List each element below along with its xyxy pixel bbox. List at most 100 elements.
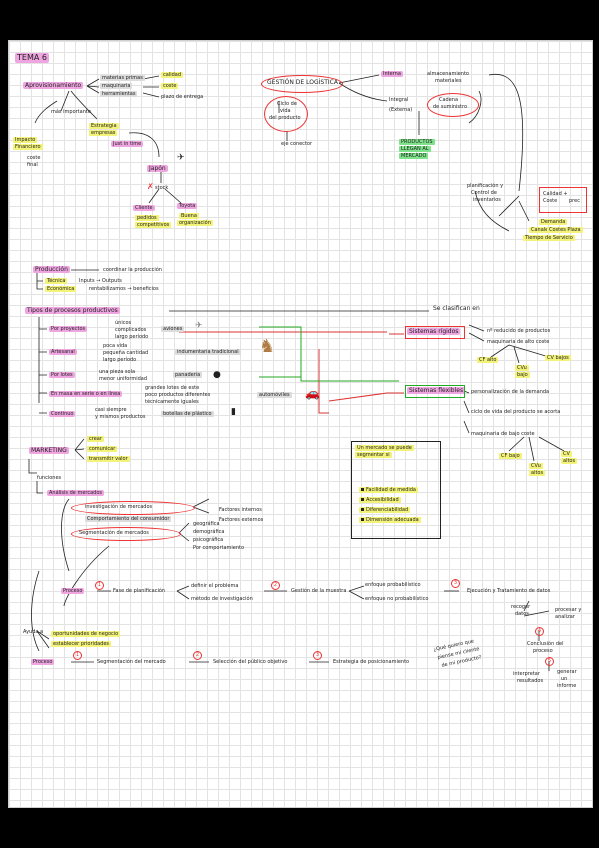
rigidos-item-2: maquinaria de alto coste [487,339,550,345]
procesar-2: analizar [555,614,575,620]
tecnica-label: Técnica [45,278,68,284]
lion-figure-icon: ♞ [259,336,276,357]
recoger-2: datos [515,611,529,617]
bottle-icon: ▮ [231,407,236,417]
impacto-4: final [27,162,38,168]
aprov-item-2: maquinaria [100,83,133,89]
proceso2-num-1: 1 [73,651,82,660]
ciclo-3: del producto [269,115,301,121]
marketing-verb-2: comunicar [87,446,118,452]
ayuda-label: Ayuda a [23,629,44,635]
mas-importante: más importante [51,109,91,115]
calidad-2: Coste [543,198,558,204]
box-item-2-text: Accesibilidad [366,497,399,503]
bullet-icon [361,518,364,521]
conclusion-2: proceso [533,648,553,654]
ciclo-oval [264,96,308,132]
tipo-5-ex: botellas de plástico [161,411,214,417]
seg-item-3: psicográfica [193,537,224,543]
ayuda-item-2: establecer prioridades [51,641,112,647]
seg-item-4: Por comportamiento [193,545,245,551]
tipo-1-desc-2: complicados [115,327,147,333]
tipo-2-label: Artesanal [49,349,77,355]
cv-altos-2: altos [561,458,578,464]
tipo-2-ex: indumentaria tradicional [175,349,241,355]
se-clasifican: Se clasifican en [433,305,480,312]
tipo-2-desc-2: pequeña cantidad [103,350,149,356]
productos-2: LLEGAN AL [399,146,431,152]
cf-bajo: CF bajo [499,453,522,459]
externa: (Externa) [389,107,413,113]
conclusion-1: Conclusión del [527,641,564,647]
tipo-1-desc-3: largo período [115,334,149,340]
estrategia-2: empresas [89,130,118,136]
connector-lines [28,73,565,671]
notes-page: TEMA 6 Aprovisionamiento materias primas… [8,40,593,808]
demanda-2: Canales [529,227,553,233]
gestion-muestra: Gestión de la muestra [291,588,347,594]
fase-sub-2: método de investigación [191,596,253,602]
seg-item-1: geográfica [193,521,220,527]
proceso2-label: Proceso [31,659,55,665]
planif-1: planificación y [467,183,504,189]
cv-bajo: CV bajos [545,355,571,361]
box-item-2: Accesibilidad [359,497,401,503]
ejecucion: Ejecución y Tratamiento de datos [467,588,551,594]
cvu-2: bajo [515,372,530,378]
stock: stock [155,185,169,191]
segmentacion-oval [71,527,181,541]
factores-1: Factores internos [219,507,262,513]
marketing-label: MARKETING [29,447,69,454]
interpretar-1: interpretar [513,671,540,677]
bullet-icon [361,488,364,491]
segmentar-box [351,441,441,539]
demanda-4: Tiempo de Servicio [523,235,575,241]
aprov-item-3: herramientas [100,91,138,97]
calidad-1: Calidad + [543,191,568,197]
tipos-label: Tipos de procesos productivos [25,307,120,314]
tecnica-txt: Inputs → Outputs [79,278,122,284]
toyota-sub-1: Buena [179,213,199,219]
aprov-right-3: plazo de entrega [161,94,204,100]
interpretar-2: resultados [517,678,544,684]
productos-3: MERCADO [399,153,429,159]
tipo-1-ex: aviones [161,326,185,332]
estrategia-1: Estrategia [89,123,119,129]
interna-sub-1: almacenamiento [427,71,469,77]
page-title: TEMA 6 [15,53,49,63]
comportamiento: Comportamiento del consumidor [85,516,172,522]
cvu-1: CVu [515,365,529,371]
produccion-label: Producción [33,266,70,273]
factores-2: Factores externos [219,517,264,523]
cadena-1: Cadena [439,97,459,103]
generar-1: generar [557,669,577,675]
ciclo-2: vida [280,108,291,114]
japan-map-icon: ✈ [177,153,185,163]
box-title-1: Un mercado se puede [355,445,414,451]
aprov-item-1: materias primas [100,75,145,81]
proceso1-num-1: 1 [95,581,104,590]
aprov-label: Aprovisionamiento [23,82,84,89]
seleccion-publico: Selección del público objetivo [213,659,288,665]
impacto-1: Impacto [13,137,38,143]
proceso1-num-3: 3 [451,579,460,588]
flex-item-1: personalización de la demanda [471,389,550,395]
just-in-time: Just in time [111,141,144,147]
cliente-sub-2: competitivos [135,222,172,228]
flex-item-3: maquinaria de bajo coste [471,431,535,437]
marketing-verb-1: crear [87,436,104,442]
gestion-sub-1: enfoque probabilístico [365,582,421,588]
cf-alto: CF alto [477,357,499,363]
car-icon: 🚗 [305,386,320,400]
proceso1-num-5: 5 [545,657,554,666]
box-item-1-text: Facilidad de medida [366,487,416,493]
impacto-3: coste [27,155,41,161]
box-item-3: Diferenciabilidad [359,507,411,513]
ciclo-1: Ciclo de [277,101,297,107]
tipo-3-desc-1: una pieza sola [99,369,136,375]
toyota: Toyota [177,203,198,209]
produccion-coord: coordinar la producción [103,267,162,273]
procesar-1: procesar y [555,607,582,613]
aprov-right-1: calidad [161,72,184,78]
logistica-label: GESTIÓN DE LOGÍSTICA [267,79,338,86]
